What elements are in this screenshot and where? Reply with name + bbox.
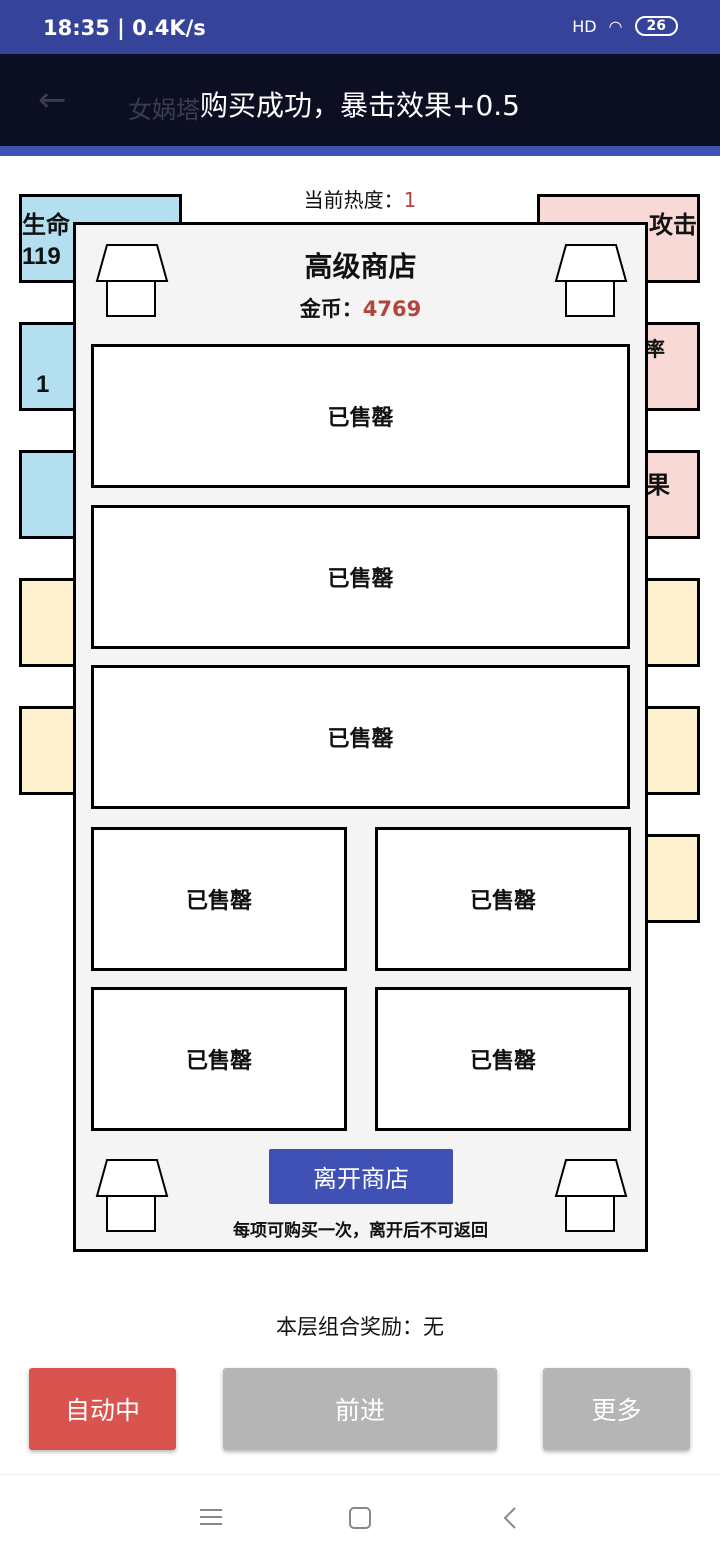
gold-label: 金币： — [299, 297, 363, 321]
tile-value: 1 — [36, 371, 50, 398]
back-arrow-icon[interactable]: ← — [38, 80, 67, 120]
shop-slot[interactable]: 已售罄 — [91, 505, 630, 649]
signal-icon: HD — [572, 16, 597, 36]
tile-label: 果 — [646, 472, 670, 499]
auto-button[interactable]: 自动中 — [29, 1368, 176, 1450]
house-icon — [554, 1159, 628, 1232]
house-icon — [554, 244, 628, 317]
shop-title: 高级商店 — [304, 250, 417, 283]
shop-slot[interactable]: 已售罄 — [375, 987, 631, 1131]
menu-icon[interactable] — [200, 1508, 222, 1526]
tile-label: 生命 — [22, 212, 70, 239]
more-button[interactable]: 更多 — [543, 1368, 690, 1450]
leave-shop-button[interactable]: 离开商店 — [269, 1149, 453, 1204]
wifi-icon: ◠ — [608, 16, 623, 36]
status-icons: HD ◠ 26 — [572, 16, 678, 36]
forward-button[interactable]: 前进 — [223, 1368, 497, 1450]
shop-slot[interactable]: 已售罄 — [91, 827, 347, 971]
tile-label: 率 — [645, 339, 665, 361]
tile-label: 攻击 — [649, 212, 697, 239]
shop-slot[interactable]: 已售罄 — [91, 344, 630, 488]
shop-dialog: 高级商店 金币：4769 已售罄 已售罄 已售罄 已售罄 已售罄 已售罄 已售罄… — [73, 222, 648, 1252]
shop-slot[interactable]: 已售罄 — [91, 665, 630, 809]
shop-slot[interactable]: 已售罄 — [375, 827, 631, 971]
shop-slot[interactable]: 已售罄 — [91, 987, 347, 1131]
house-icon — [95, 244, 169, 317]
back-icon[interactable] — [503, 1506, 517, 1530]
heat-value: 1 — [403, 188, 417, 212]
gold-value: 4769 — [362, 297, 422, 321]
page-title: 女娲塔 — [128, 96, 200, 124]
gold-display: 金币：4769 — [76, 293, 645, 323]
app-toolbar: ← 女娲塔 购买成功，暴击效果+0.5 — [0, 54, 720, 146]
shop-note: 每项可购买一次，离开后不可返回 — [233, 1221, 488, 1241]
heat-display: 当前热度：1 — [0, 184, 720, 213]
tile-value: 119 — [22, 243, 61, 270]
home-icon[interactable] — [349, 1507, 371, 1529]
toolbar-strip — [0, 146, 720, 156]
status-time: 18:35 | 0.4K/s — [43, 16, 206, 40]
system-nav-bar — [0, 1474, 720, 1560]
status-bar: 18:35 | 0.4K/s HD ◠ 26 — [0, 0, 720, 54]
battery-icon: 26 — [634, 16, 678, 36]
combo-reward: 本层组合奖励：无 — [276, 1315, 444, 1339]
toast-message: 购买成功，暴击效果+0.5 — [200, 89, 520, 122]
heat-label: 当前热度： — [303, 188, 404, 212]
house-icon — [95, 1159, 169, 1232]
